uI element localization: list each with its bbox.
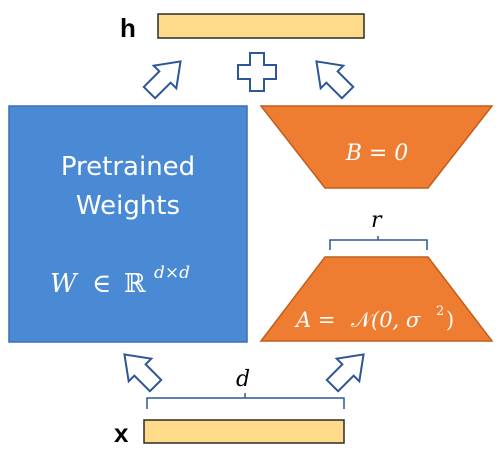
- input-label: x: [114, 418, 129, 448]
- lora-A-block: [259, 256, 494, 342]
- A-label: A =: [294, 308, 335, 332]
- dim-label: d: [236, 367, 250, 392]
- up-arrow-icon: [325, 353, 365, 393]
- normal-dist-symbol: 𝒩: [351, 308, 374, 332]
- A-formula: A = 𝒩 (0, σ 2 ): [294, 304, 454, 332]
- A-close: ): [446, 308, 454, 332]
- up-arrow-icon: [142, 60, 182, 100]
- arrow-input-to-A: [325, 353, 365, 393]
- pretrained-label-line2: Weights: [76, 191, 180, 221]
- output-vector: [157, 13, 365, 39]
- rank-bracket: [329, 236, 428, 250]
- dim-bracket: [146, 393, 345, 409]
- sigma-square: 2: [436, 304, 444, 319]
- lora-B-block: [259, 105, 494, 189]
- up-arrow-icon: [123, 353, 163, 393]
- weight-formula: W ∈ ℝ d×d: [50, 263, 190, 299]
- arrow-input-to-pretrained: [123, 353, 163, 393]
- plus-icon: [237, 52, 277, 92]
- B-label: B = 0: [345, 141, 409, 166]
- A-args: (0, σ: [371, 308, 421, 332]
- arrow-B-to-sum: [315, 60, 355, 100]
- output-label: h: [120, 13, 136, 43]
- reals-symbol: ℝ: [124, 269, 146, 299]
- up-arrow-icon: [315, 60, 355, 100]
- pretrained-label-line1: Pretrained: [61, 152, 195, 182]
- arrow-pretrained-to-sum: [142, 60, 182, 100]
- weight-dim-exponent: d×d: [154, 263, 190, 283]
- pretrained-weights-block: [8, 105, 248, 343]
- element-of-symbol: ∈: [92, 269, 111, 299]
- rank-label: r: [371, 208, 383, 233]
- weight-symbol: W: [50, 269, 79, 299]
- input-vector: [143, 419, 345, 444]
